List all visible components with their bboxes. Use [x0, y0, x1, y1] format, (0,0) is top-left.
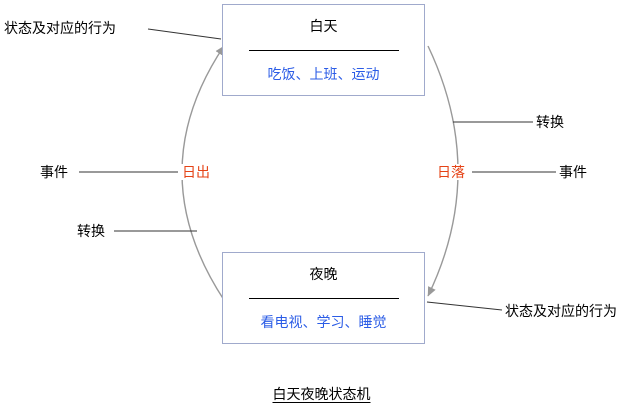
state-title-night: 夜晚	[309, 266, 338, 282]
state-title-day: 白天	[309, 18, 338, 34]
annotation-line-state-top	[147, 28, 222, 40]
annotation-event-right: 事件	[559, 164, 587, 180]
event-label-sunrise: 日出	[180, 164, 212, 180]
state-divider-night	[248, 297, 399, 299]
annotation-state-behavior-top: 状态及对应的行为	[4, 20, 116, 36]
diagram-caption: 白天夜晚状态机	[272, 386, 371, 402]
event-label-sunset: 日落	[435, 164, 467, 180]
annotation-line-state-bottom	[426, 301, 503, 311]
state-behaviors-night: 看电视、学习、睡觉	[260, 314, 387, 330]
state-box-day: 白天 吃饭、上班、运动	[222, 4, 425, 96]
annotation-transition-right: 转换	[536, 114, 564, 130]
annotation-state-behavior-bottom: 状态及对应的行为	[505, 303, 617, 319]
state-divider-day	[248, 49, 399, 51]
state-behaviors-day: 吃饭、上班、运动	[267, 66, 380, 82]
annotation-event-left: 事件	[40, 164, 68, 180]
annotation-transition-left: 转换	[77, 223, 105, 239]
state-box-night: 夜晚 看电视、学习、睡觉	[222, 252, 425, 344]
